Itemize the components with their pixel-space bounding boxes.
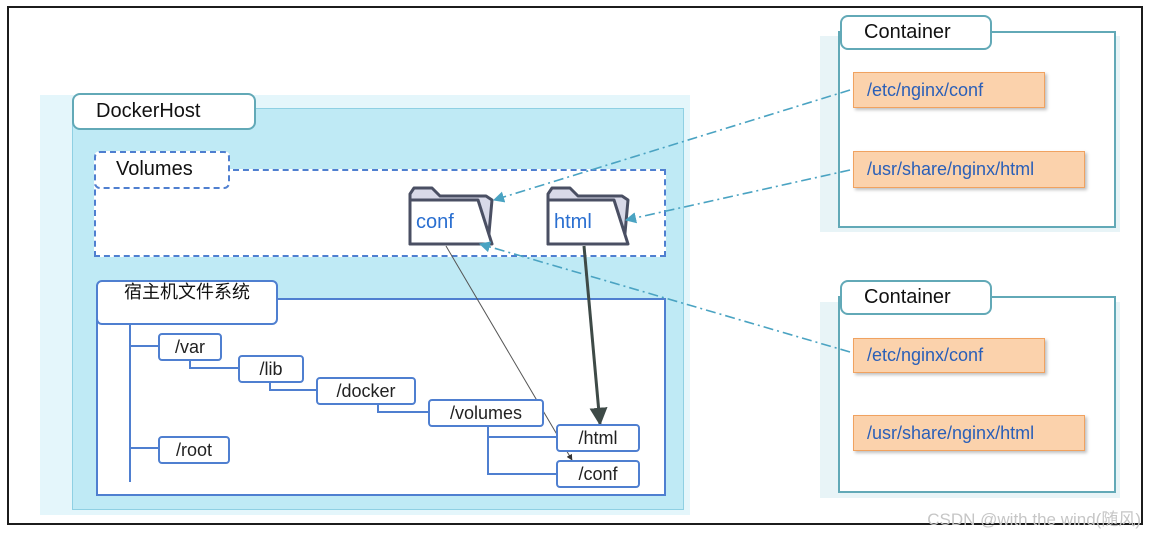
container-1-title: Container [840,15,992,50]
mount-line-2 [624,169,851,224]
volumes-title-box [94,151,230,189]
container-2-path-conf: /etc/nginx/conf [853,338,1045,373]
path-conf: /conf [556,460,640,488]
container-2-body [838,296,1116,493]
mount-line-1 [492,89,851,203]
hostfs-title-box [96,280,278,325]
container-2-path-html: /usr/share/nginx/html [853,415,1085,451]
mount-line-3 [478,241,851,353]
path-docker: /docker [316,377,416,405]
html-volume-arrow [582,245,608,426]
hostfs-title: 宿主机文件系统 [124,282,250,302]
container-1-path-conf: /etc/nginx/conf [853,72,1045,108]
conf-volume-arrow [445,245,573,461]
folder-conf-label: conf [416,211,454,233]
path-root: /root [158,436,230,464]
path-lib: /lib [238,355,304,383]
path-html: /html [556,424,640,452]
tree-connectors [129,325,558,482]
volumes-title: Volumes [116,158,193,180]
container-1-body [838,31,1116,228]
folder-conf-icon [408,186,494,246]
path-volumes: /volumes [428,399,544,427]
watermark: CSDN @with the wind(随风) [927,510,1141,529]
folder-html-icon [546,186,630,246]
container-1-path-html: /usr/share/nginx/html [853,151,1085,188]
dockerhost-title: DockerHost [72,93,256,130]
folder-html-label: html [554,211,592,233]
path-var: /var [158,333,222,361]
diagram-frame [7,6,1143,525]
container-2-title: Container [840,280,992,315]
